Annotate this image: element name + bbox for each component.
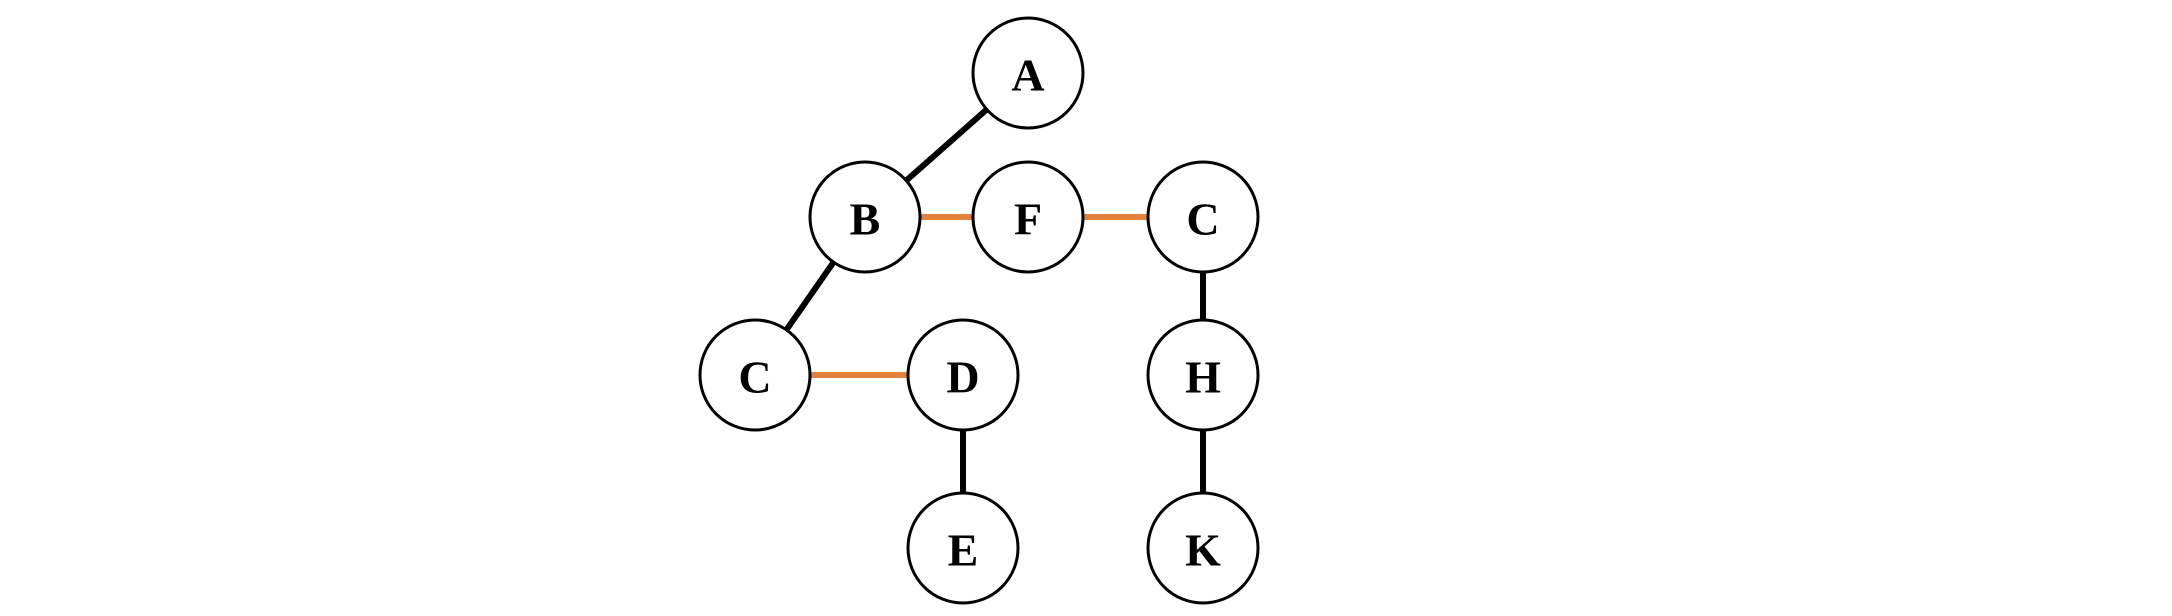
node-label: E [948, 525, 979, 576]
node-label: C [738, 352, 771, 403]
edges-layer [783, 106, 1206, 494]
node-label: B [850, 194, 881, 245]
graph-node[interactable]: H [1146, 318, 1260, 432]
node-circle[interactable] [1146, 160, 1260, 274]
graph-edge[interactable] [903, 106, 990, 184]
node-circle[interactable] [906, 491, 1020, 605]
node-circle[interactable] [1146, 491, 1260, 605]
node-circle[interactable] [906, 318, 1020, 432]
node-circle[interactable] [971, 16, 1085, 130]
graph-node[interactable]: C [698, 318, 812, 432]
graph-node[interactable]: B [808, 160, 922, 274]
graph-node[interactable]: F [971, 160, 1085, 274]
node-circle[interactable] [698, 318, 812, 432]
graph-node[interactable]: K [1146, 491, 1260, 605]
graph-node[interactable]: A [971, 16, 1085, 130]
nodes-layer: A B F C C D H E K [698, 16, 1260, 605]
node-label: H [1185, 352, 1221, 403]
graph-node[interactable]: C [1146, 160, 1260, 274]
graph-node[interactable]: D [906, 318, 1020, 432]
graph-edge[interactable] [783, 259, 837, 333]
node-label: C [1186, 194, 1219, 245]
node-label: K [1185, 525, 1221, 576]
node-circle[interactable] [971, 160, 1085, 274]
node-label: A [1011, 50, 1044, 101]
node-circle[interactable] [808, 160, 922, 274]
graph-node[interactable]: E [906, 491, 1020, 605]
node-label: D [946, 352, 979, 403]
node-label: F [1014, 194, 1042, 245]
node-circle[interactable] [1146, 318, 1260, 432]
